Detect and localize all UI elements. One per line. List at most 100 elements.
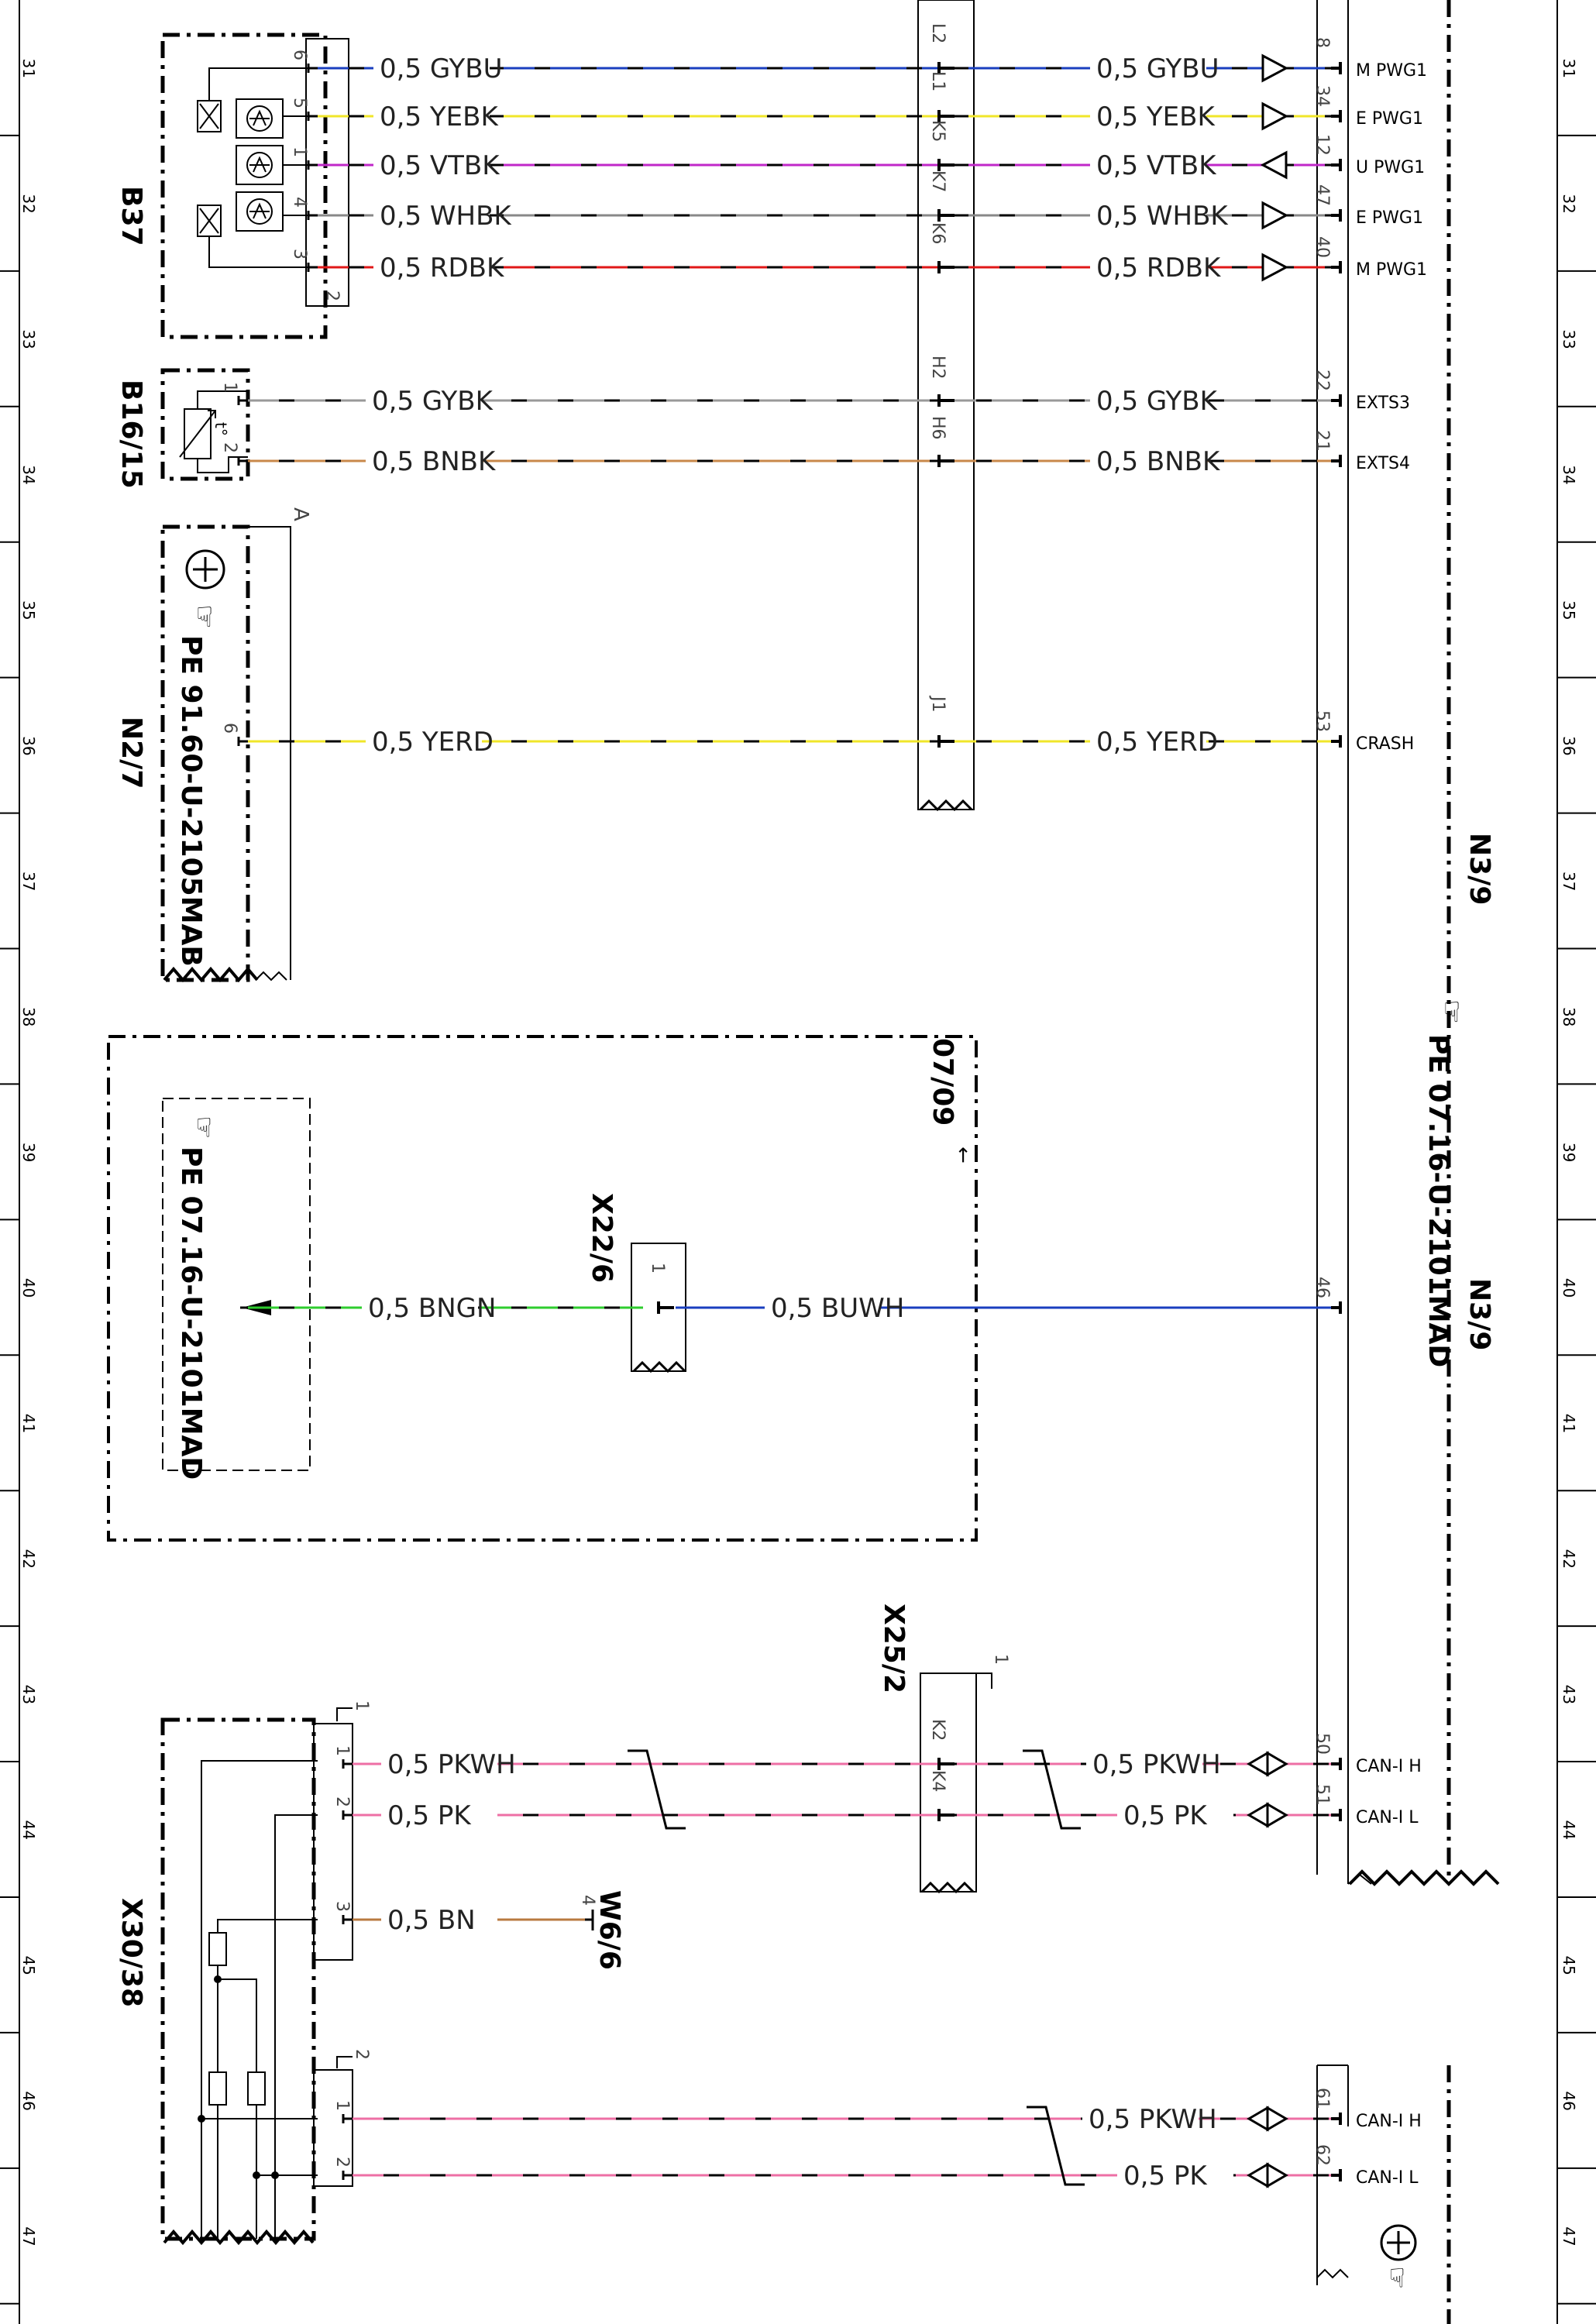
wire-dst-pin: 62 xyxy=(1312,2144,1332,2166)
wire-signal-name: E PWG1 xyxy=(1356,208,1423,228)
n3-9-ref: PE 07.16-U-2101MAD xyxy=(1422,1034,1454,1367)
wire-right-label: 0,5 RDBK xyxy=(1096,253,1222,284)
b16-15-label: B16/15 xyxy=(115,380,147,489)
wire-src-pin: 2 xyxy=(332,2157,352,2168)
grid-number-left: 32 xyxy=(19,194,38,213)
wire-conn-pin: H6 xyxy=(928,416,948,440)
n3-9-component[interactable]: N3/9 PE 07.16-U-2101MAD ☞ N3/9 ☞ xyxy=(1316,0,1500,2324)
wire-signal-name: EXTS3 xyxy=(1356,394,1410,413)
wire-dst-pin: 12 xyxy=(1312,134,1332,156)
x30-38-label: X30/38 xyxy=(115,1898,147,2007)
grid-frame xyxy=(19,0,1558,2324)
wire-conn-pin: 1 xyxy=(648,1263,667,1274)
grid-number-left: 34 xyxy=(19,465,38,484)
grid-number-left: 39 xyxy=(19,1143,38,1162)
grid-number-right: 36 xyxy=(1560,736,1578,755)
grid-number-left: 38 xyxy=(19,1007,38,1026)
n3-9-label-upper: N3/9 xyxy=(1464,833,1495,905)
grid-number-right: 38 xyxy=(1560,1007,1578,1026)
grid-number-right: 46 xyxy=(1560,2091,1578,2110)
wire-conn-pin: L1 xyxy=(928,71,948,91)
wire-right-label: 0,5 GYBK xyxy=(1096,386,1219,417)
b16-15-component[interactable]: t° B16/15 xyxy=(115,368,250,489)
wire-left-label: 0,5 BNBK xyxy=(372,446,497,477)
wire-left-label: 0,5 GYBU xyxy=(380,53,503,84)
wire-signal-name: EXTS4 xyxy=(1356,454,1410,473)
wire-left-label: 0,5 WHBK xyxy=(380,201,512,232)
grid-number-right: 31 xyxy=(1560,58,1578,77)
grid-number-left: 41 xyxy=(19,1414,38,1433)
pointer-hand-icon: ☞ xyxy=(188,604,220,629)
grid-number-right: 47 xyxy=(1560,2226,1578,2246)
grid-number-left: 44 xyxy=(19,1820,38,1840)
wire-src-pin: 4 xyxy=(290,197,309,208)
grid-number-right: 34 xyxy=(1560,465,1578,484)
wire-left-label: 0,5 GYBK xyxy=(372,386,494,417)
x25-2-component[interactable]: X25/2 1 xyxy=(878,1604,1010,1894)
wire-conn-pin: K5 xyxy=(928,120,948,142)
wire-src-pin: 5 xyxy=(290,98,309,108)
wire-conn-pin: K2 xyxy=(928,1719,948,1741)
wire-conn-pin: J1 xyxy=(928,695,948,713)
wire-src-pin: 1 xyxy=(332,1745,352,1756)
arrow-down-icon: ← xyxy=(951,1147,975,1164)
grid-number-left: 45 xyxy=(19,1955,38,1975)
wire-right-label: 0,5 YERD xyxy=(1096,727,1218,758)
wire-src-pin: 1 xyxy=(290,146,309,157)
wire-src-pin: 6 xyxy=(220,723,239,734)
pointer-hand-icon: ☞ xyxy=(188,1116,219,1139)
grid-number-left: 46 xyxy=(19,2091,38,2110)
wire-dst-pin: 53 xyxy=(1312,710,1332,732)
grid-number-right: 44 xyxy=(1560,1820,1578,1840)
wire-signal-name: CAN-I H xyxy=(1356,2112,1422,2131)
wire-right-label: 0,5 YEBK xyxy=(1096,101,1216,132)
wire-right-label: 0,5 BUWH xyxy=(771,1293,904,1324)
w6-6-label: W6/6 xyxy=(593,1890,625,1970)
x22-6-label: X22/6 xyxy=(586,1193,617,1283)
wire-right-label: 0,5 BNBK xyxy=(1096,446,1221,477)
grid-number-left: 42 xyxy=(19,1549,38,1569)
wire-signal-name: CAN-I L xyxy=(1356,2168,1419,2188)
grid-number-right: 40 xyxy=(1560,1278,1578,1298)
n2-7-connector-letter: A xyxy=(289,507,312,521)
box-07-09[interactable]: ☞ PE 07.16-U-2101MAD 07/09 ← X22/6 xyxy=(107,1035,978,1542)
grid-number-left: 35 xyxy=(19,600,38,620)
transistor-icon xyxy=(1380,2224,1417,2261)
pointer-hand-icon: ☞ xyxy=(1436,999,1467,1024)
wire-right-label: 0,5 PK xyxy=(1123,2161,1208,2192)
wire-right-label: 0,5 PKWH xyxy=(1092,1749,1221,1780)
x30-38-component[interactable]: X30/38 1 2 xyxy=(115,1700,371,2246)
n2-7-component[interactable]: ☞ PE 91.60-U-2105MAB N2/7 A xyxy=(115,507,312,983)
wire-left-label: 0,5 YEBK xyxy=(380,101,499,132)
wire-dst-pin: 8 xyxy=(1312,37,1332,48)
grid-number-right: 37 xyxy=(1560,871,1578,891)
grid-number-right: 41 xyxy=(1560,1414,1578,1433)
wire-right-label: 0,5 VTBK xyxy=(1096,150,1217,181)
grid-number-right: 39 xyxy=(1560,1143,1578,1162)
b37-component[interactable]: B37 2 xyxy=(115,33,349,339)
wire-src-pin: 6 xyxy=(290,50,309,60)
wire-left-label: 0,5 RDBK xyxy=(380,253,505,284)
wire-signal-name: CAN-I L xyxy=(1356,1808,1419,1827)
wire-conn-pin: K6 xyxy=(928,222,948,244)
w6-6-component[interactable]: W6/6 xyxy=(585,1890,625,1970)
wire-signal-name: CRASH xyxy=(1356,734,1414,754)
x25-2-conn-num: 1 xyxy=(991,1654,1010,1665)
inline-connector[interactable] xyxy=(917,0,975,812)
